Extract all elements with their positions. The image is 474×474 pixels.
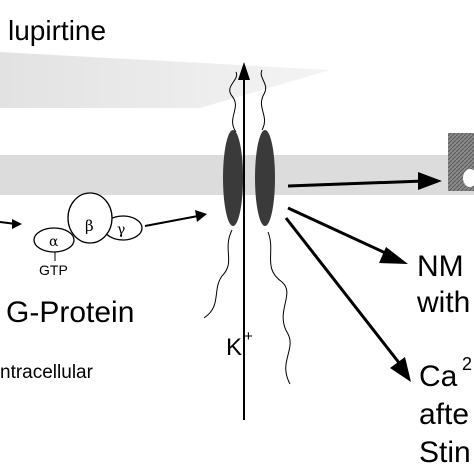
effect-arrow-target-head <box>418 172 442 190</box>
effect-arrow-calcium-head <box>390 357 411 382</box>
compartment-label: ntracellular <box>0 362 94 383</box>
drug-wedge <box>0 52 330 108</box>
channel-loop-top-right <box>260 69 267 131</box>
beta-symbol: β <box>85 217 94 235</box>
effect-calcium-line3: Stin <box>419 436 471 469</box>
k-ion-label: K <box>226 334 242 361</box>
g-protein-to-channel-arrow-head <box>195 210 207 222</box>
alpha-symbol: α <box>49 234 59 250</box>
g-protein-to-channel-arrow-line <box>144 215 199 227</box>
input-arrow-head <box>12 219 22 229</box>
gtp-label: GTP <box>39 262 68 278</box>
g-protein-label: G-Protein <box>6 296 134 329</box>
channel-loop-bottom-left <box>203 229 233 319</box>
gamma-symbol: γ <box>117 222 125 238</box>
effect-calcium-superscript: 2 <box>462 354 472 374</box>
target-box-marker <box>463 169 474 187</box>
effect-arrow-nmda-line <box>287 206 393 258</box>
g-protein-alpha-subunit <box>33 227 75 253</box>
effect-nmda-line1: NM <box>417 250 464 283</box>
effect-calcium-line1: Ca <box>419 360 458 393</box>
g-protein-beta-subunit <box>67 192 113 244</box>
channel-subunit-left <box>223 130 243 226</box>
effect-arrow-target-line <box>287 179 425 188</box>
effect-calcium-line2: afte <box>419 398 469 431</box>
effect-nmda-line2: with <box>416 286 470 319</box>
k-flux-arrow-head <box>238 62 250 80</box>
channel-loop-bottom-right <box>267 231 291 385</box>
drug-label: lupirtine <box>8 15 106 46</box>
effect-arrow-calcium-line <box>284 217 402 365</box>
effect-arrow-nmda-head <box>379 247 408 264</box>
k-ion-charge: + <box>244 328 253 345</box>
channel-subunit-right <box>255 130 275 226</box>
channel-loop-top-left <box>229 71 238 133</box>
